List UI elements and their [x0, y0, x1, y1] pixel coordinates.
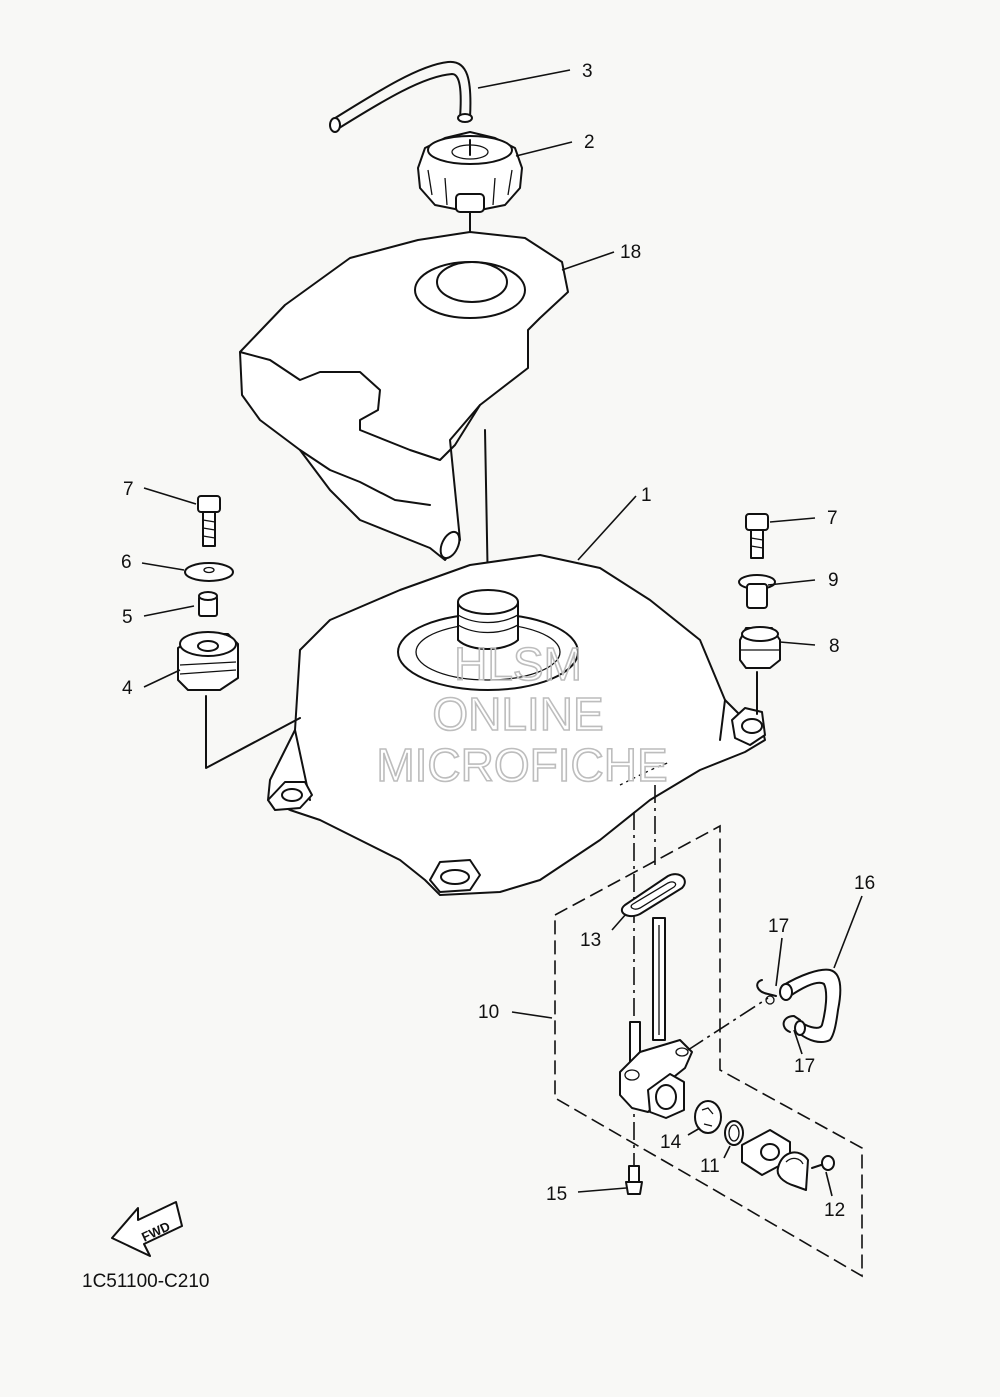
- callout-14: 14: [660, 1132, 682, 1153]
- breather-hose-part: [329, 60, 473, 133]
- gasket-part: [620, 873, 686, 918]
- fuel-cock-assembly-box: [554, 824, 863, 1278]
- left-damper-part: [177, 631, 239, 691]
- callout-12: 12: [824, 1200, 845, 1221]
- hose-axis-line: [687, 997, 769, 1051]
- fuel-hose-part: [779, 968, 842, 1044]
- callout-11: 11: [700, 1156, 720, 1177]
- left-washer-part: [184, 562, 234, 582]
- fuel-tank-part: [267, 554, 766, 896]
- mount-screw-part: [625, 1165, 643, 1195]
- callout-4: 4: [122, 678, 133, 699]
- callout-8: 8: [829, 636, 840, 657]
- clip-upper-part: [756, 979, 777, 1005]
- fuel-cock-part: [619, 917, 693, 1119]
- right-collar-part: [738, 574, 776, 609]
- callout-16: 16: [854, 873, 875, 894]
- callouts: 3 2 18 1 7 6 5 4 7 9 8 10 13 14 11 12 15…: [121, 61, 875, 1221]
- leader-lines: [141, 69, 863, 1197]
- left-mount-guide: [205, 695, 301, 769]
- watermark: HLSM ONLINE MICROFICHE: [376, 637, 669, 792]
- callout-7-left: 7: [123, 479, 134, 500]
- tank-cover-part: [239, 231, 569, 561]
- watermark-line-2: ONLINE: [432, 688, 603, 740]
- left-bolt-part: [197, 495, 221, 547]
- callout-2: 2: [584, 132, 595, 153]
- lever-plate-part: [741, 1129, 791, 1176]
- callout-9: 9: [828, 570, 839, 591]
- callout-1: 1: [641, 485, 652, 506]
- o-ring-part: [724, 1120, 744, 1146]
- watermark-line-3: MICROFICHE: [376, 739, 667, 791]
- fuel-cap-part: [417, 131, 523, 213]
- right-damper-part: [739, 626, 781, 669]
- callout-10: 10: [478, 1002, 499, 1023]
- lever-screw-part: [811, 1155, 835, 1171]
- callout-17-lower: 17: [794, 1056, 815, 1077]
- callout-13: 13: [580, 930, 601, 951]
- clip-lower-part: [782, 1015, 801, 1033]
- callout-5: 5: [122, 607, 133, 628]
- callout-7-right: 7: [827, 508, 838, 529]
- callout-6: 6: [121, 552, 132, 573]
- callout-18: 18: [620, 242, 641, 263]
- callout-15: 15: [546, 1184, 567, 1205]
- right-bolt-part: [745, 513, 769, 559]
- watermark-line-1: HLSM: [454, 638, 582, 690]
- lever-knob-part: [776, 1151, 809, 1191]
- diaphragm-part: [694, 1100, 722, 1134]
- callout-17-upper: 17: [768, 916, 789, 937]
- diagram-code: 1C51100-C210: [82, 1271, 209, 1292]
- left-collar-part: [198, 591, 218, 617]
- fwd-arrow-icon: FWD: [111, 1201, 183, 1257]
- callout-3: 3: [582, 61, 593, 82]
